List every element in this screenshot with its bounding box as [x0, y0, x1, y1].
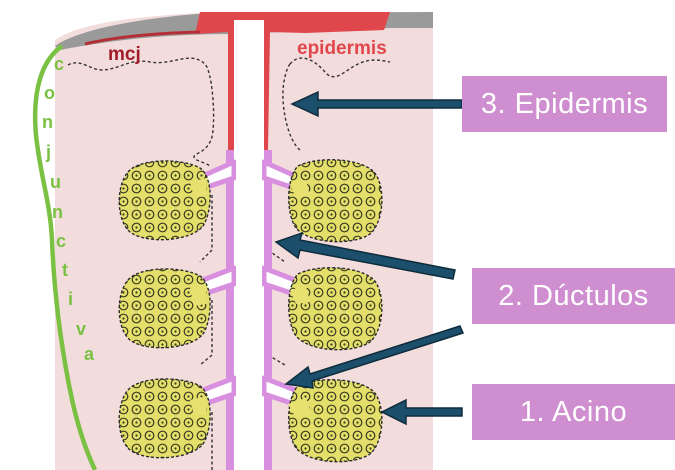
acinus-middle-right: [289, 268, 382, 350]
acinus-lower-right: [289, 380, 382, 462]
label-mcj: mcj: [108, 44, 141, 65]
callout-epidermis: 3. Epidermis: [462, 76, 667, 132]
callout-ductulos: 2. Dúctulos: [472, 268, 675, 324]
conjuntiva-letter: a: [84, 344, 95, 364]
label-epidermis: epidermis: [297, 38, 387, 59]
conjuntiva-letter: n: [42, 112, 53, 132]
central-duct-wall-right: [264, 150, 270, 470]
conjuntiva-letter: c: [54, 54, 64, 74]
conjuntiva-letter: n: [52, 202, 63, 222]
callout-epidermis-text: 3. Epidermis: [481, 88, 648, 121]
acinus-lower-left: [119, 379, 210, 458]
acinus-middle-left: [119, 269, 210, 348]
conjuntiva-letter: u: [50, 172, 61, 192]
conjuntiva-letter: o: [44, 83, 55, 103]
conjuntiva-letter: c: [56, 231, 66, 251]
callout-ductulos-text: 2. Dúctulos: [498, 280, 649, 313]
conjuntiva-letter: i: [68, 289, 73, 309]
conjuntiva-letter: j: [45, 142, 51, 162]
callout-acino-text: 1. Acino: [520, 396, 627, 429]
conjuntiva-letter: v: [76, 319, 86, 339]
central-duct-wall-left: [228, 150, 234, 470]
conjuntiva-letter: t: [62, 260, 68, 280]
acinus-upper-right: [289, 160, 382, 242]
callout-acino: 1. Acino: [472, 384, 675, 440]
acinus-upper-left: [119, 161, 210, 240]
